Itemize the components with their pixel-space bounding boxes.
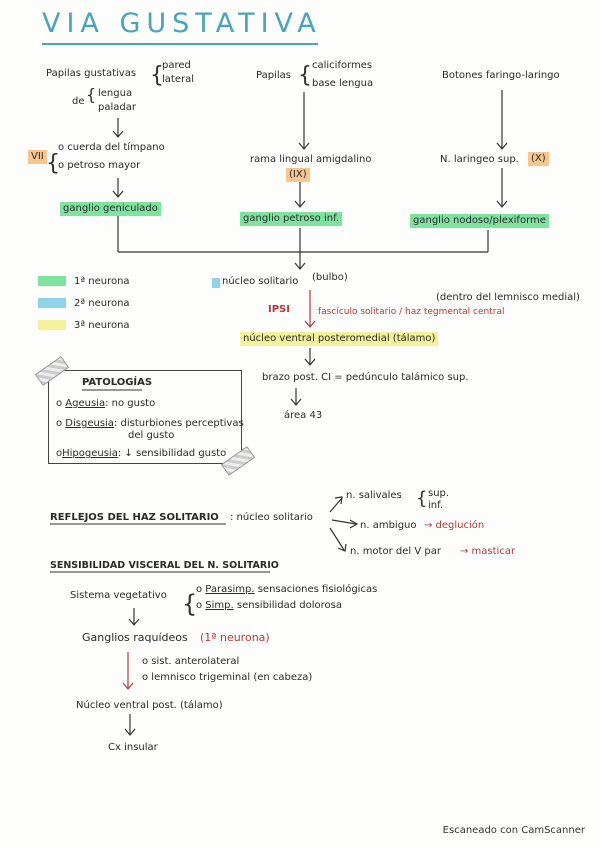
sist-anterolateral: o sist. anterolateral [142,656,240,667]
disgeusia-row: o Disgeusia: disturbiones perceptivas [56,418,244,429]
hipogeusia-def: : ↓ sensibilidad gusto [117,448,227,459]
legend-swatch-3 [38,320,66,330]
fasciculo: fascículo solitario / haz tegmental cent… [318,307,505,317]
legend-swatch-1 [38,276,66,286]
parasimp-term: Parasimp. [205,584,255,595]
svg-text:{: { [298,63,312,88]
page-title: VIA GUSTATIVA [42,8,322,39]
svg-text:{: { [416,488,427,509]
motor-v: n. motor del V par [350,546,441,557]
col1-de: de [72,96,85,107]
col1-cuerda: o cuerda del tímpano [58,142,165,153]
hipogeusia-row: oHipogeusia: ↓ sensibilidad gusto [56,448,227,459]
hipogeusia-term: Hipogeusia [62,448,118,459]
col1-vii-label: VII [28,150,47,164]
svg-text:{: { [46,151,60,176]
disgeusia-def2: del gusto [128,430,175,441]
col3-nervio: N. laringeo sup. [440,154,519,165]
masticar: → masticar [460,546,516,557]
col2-rama: rama lingual amigdalino [250,154,372,165]
col2-ganglio: ganglio petroso inf. [240,212,343,226]
col2-ix: (IX) [286,168,310,182]
ageusia-def: : no gusto [105,398,156,409]
patologias-header: PATOLOGÍAS [82,377,153,388]
nucleo-ventral-post: Núcleo ventral post. (tálamo) [76,700,223,711]
col1-lateral: lateral [162,74,194,85]
col3-botones: Botones faringo-laringo [442,70,560,81]
patologias-box [48,370,242,464]
salivales-inf: inf. [428,500,444,511]
svg-text:{: { [182,590,197,618]
lemnisco-medial: (dentro del lemnisco medial) [436,292,580,303]
col2-papilas: Papilas [256,70,291,81]
sistema-vegetativo: Sistema vegetativo [70,590,167,601]
reflejos-nucleo: : núcleo solitario [230,512,313,523]
legend-swatch-2 [38,298,66,308]
col1-paladar: paladar [98,102,136,113]
disgeusia-def: : disturbiones perceptivas [113,418,244,429]
brazo-post: brazo post. CI = pedúnculo talámico sup. [262,372,469,383]
svg-text:{: { [150,63,164,88]
col1-ganglio: ganglio geniculado [60,202,161,216]
col2-base: base lengua [312,78,374,89]
ambiguo: n. ambiguo [360,520,417,531]
nucleo-solitario: núcleo solitario [222,276,299,287]
area-43: área 43 [284,410,323,421]
deglucion: → deglución [424,520,485,531]
salivales-sup: sup. [428,488,450,499]
bulbo: (bulbo) [312,272,348,283]
simp-def: sensibilidad dolorosa [236,600,342,611]
svg-text:{: { [86,85,96,104]
ageusia-row: o Ageusia: no gusto [56,398,156,409]
parasimp-def: sensaciones fisiológicas [257,584,378,595]
legend-2: 2ª neurona [74,298,130,309]
col1-papilas: Papilas gustativas [46,68,137,79]
disgeusia-term: Disgeusia [65,418,114,429]
visceral-header: SENSIBILIDAD VISCERAL DEL N. SOLITARIO [50,560,279,571]
ageusia-term: Ageusia [65,398,106,409]
legend-1: 1ª neurona [74,276,130,287]
ipsi-label: IPSI [268,304,290,315]
salivales: n. salivales [346,490,402,501]
nucleo-swatch [212,278,220,288]
legend-3: 3ª neurona [74,320,130,331]
col3-ganglio: ganglio nodoso/plexiforme [410,214,549,228]
simp-term: Simp. [205,600,234,611]
footer-watermark: Escaneado con CamScanner [442,825,585,836]
col3-x: (X) [528,152,549,166]
nucleo-ventral: núcleo ventral posteromedial (tálamo) [240,332,439,346]
lemnisco-trigeminal: o lemnisco trigeminal (en cabeza) [142,672,313,683]
col1-lengua: lengua [98,88,133,99]
parasimp-row: o Parasimp. sensaciones fisiológicas [196,584,378,595]
simp-row: o Simp. sensibilidad dolorosa [196,600,342,611]
col1-pared: pared [162,60,191,71]
cx-insular: Cx insular [108,742,158,753]
reflejos-header: REFLEJOS DEL HAZ SOLITARIO [50,512,219,523]
col1-petroso: o petroso mayor [58,160,141,171]
col2-caliciformes: caliciformes [312,60,373,71]
ganglios-raquideos: Ganglios raquídeos [82,631,188,644]
neurona-1: (1ª neurona) [200,631,270,644]
